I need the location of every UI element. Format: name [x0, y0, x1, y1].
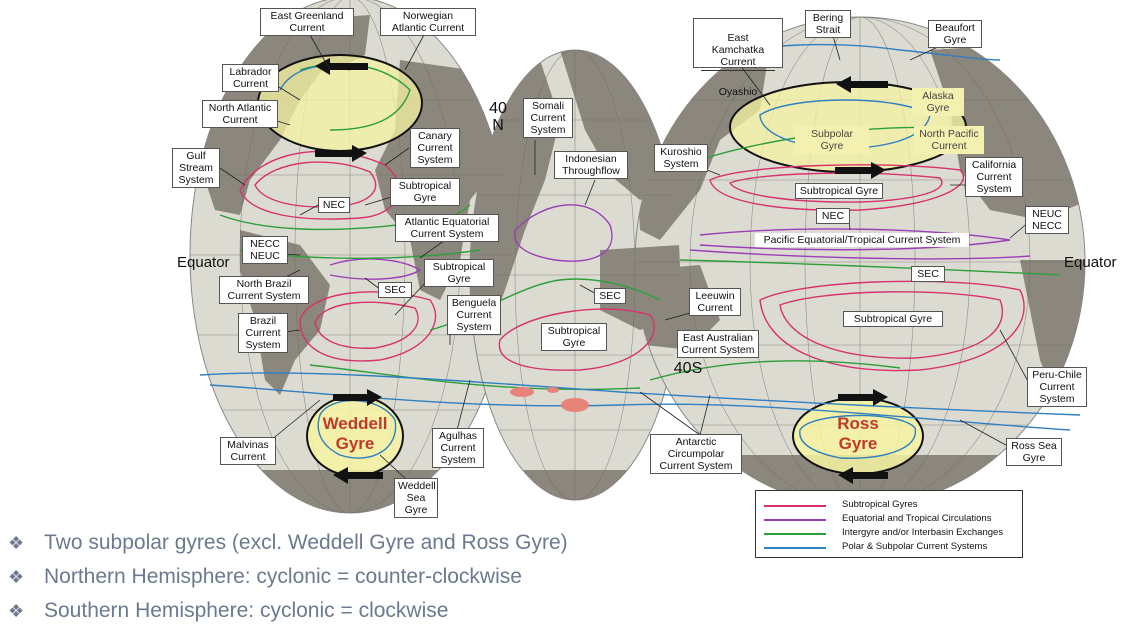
label-sec-atlantic: SEC: [378, 282, 412, 298]
weddell-gyre-title: Weddell Gyre: [322, 414, 388, 453]
label-pacific-equatorial-tropical-current-system: Pacific Equatorial/Tropical Current Syst…: [755, 233, 969, 247]
label-california-current-system: California Current System: [965, 157, 1023, 197]
bullet-text: Northern Hemisphere: cyclonic = counter-…: [44, 565, 522, 588]
label-agulhas-current-system: Agulhas Current System: [432, 428, 484, 468]
label-neuc-necc-pacific: NEUC NECC: [1025, 206, 1069, 234]
arrow-right-na-bottom: [315, 145, 367, 162]
arrow-left-na-top: [315, 58, 368, 75]
rotation-arrows: [315, 58, 888, 484]
arrow-right-np-bottom: [835, 162, 886, 179]
four-diamond-bullet-icon: ❖: [8, 532, 25, 553]
label-antarctic-circumpolar-current-system: Antarctic Circumpolar Current System: [650, 434, 742, 474]
label-subtropical-gyre-south-atlantic: Subtropical Gyre: [424, 259, 494, 287]
label-leeuwin-current: Leeuwin Current: [689, 288, 741, 316]
label-sec-pacific: SEC: [911, 266, 945, 282]
equator-label-left: Equator: [177, 254, 230, 271]
label-nec-atlantic: NEC: [318, 197, 350, 213]
label-benguela-current-system: Benguela Current System: [447, 295, 501, 335]
ross-gyre-title: Ross Gyre: [837, 414, 879, 453]
label-subtropical-gyre-south-pacific: Subtropical Gyre: [843, 311, 943, 327]
label-east-australian-current-system: East Australian Current System: [677, 330, 759, 358]
label-north-atlantic-current: North Atlantic Current: [202, 100, 278, 128]
label-ross-sea-gyre: Ross Sea Gyre: [1006, 438, 1062, 466]
label-labrador-current: Labrador Current: [222, 64, 279, 92]
polar-current-lines: [199, 43, 1081, 459]
south-america-land: [240, 230, 330, 395]
legend-label-intergyre: Intergyre and/or Interbasin Exchanges: [842, 527, 1004, 538]
label-north-pacific-current: North Pacific Current: [914, 126, 984, 154]
label-peru-chile-current-system: Peru-Chile Current System: [1027, 367, 1087, 407]
arrow-right-weddell-top: [333, 389, 382, 406]
label-somali-current-system: Somali Current System: [523, 98, 573, 138]
legend-label-polar: Polar & Subpolar Current Systems: [842, 541, 988, 552]
bullet-text: Southern Hemisphere: cyclonic = clockwis…: [44, 599, 449, 622]
bullet-list: ❖ Two subpolar gyres (excl. Weddell Gyre…: [8, 526, 568, 628]
label-alaska-gyre: Alaska Gyre: [912, 88, 964, 116]
legend-swatch-polar: [764, 547, 826, 549]
label-east-greenland-current: East Greenland Current: [260, 8, 354, 36]
bullet-text: Two subpolar gyres (excl. Weddell Gyre a…: [44, 531, 568, 554]
bullet-item: ❖ Two subpolar gyres (excl. Weddell Gyre…: [8, 526, 568, 560]
plateau-patches: [510, 387, 589, 412]
label-norwegian-atlantic-current: Norwegian Atlantic Current: [380, 8, 476, 36]
label-subtropical-gyre-indian: Subtropical Gyre: [541, 323, 607, 351]
legend-label-subtropical: Subtropical Gyres: [842, 499, 918, 510]
label-gulf-stream-system: Gulf Stream System: [172, 148, 220, 188]
label-indonesian-throughflow: Indonesian Throughflow: [554, 151, 628, 179]
label-nec-pacific: NEC: [816, 208, 850, 224]
label-oyashio: Oyashio: [718, 86, 758, 98]
label-east-kamchatka-current: East Kamchatka Current: [701, 32, 775, 71]
label-kuroshio-system: Kuroshio System: [654, 144, 708, 172]
four-diamond-bullet-icon: ❖: [8, 600, 25, 621]
equatorial-circulation-lines: [329, 204, 1031, 280]
arrow-left-np-top: [836, 76, 888, 93]
label-bering-strait: Bering Strait: [805, 10, 851, 38]
label-atlantic-equatorial-current-system: Atlantic Equatorial Current System: [395, 214, 499, 242]
legend-swatch-intergyre: [764, 533, 826, 535]
australia-land-right: [640, 265, 720, 350]
label-necc-neuc-atlantic: NECC NEUC: [242, 236, 288, 264]
bullet-item: ❖ Southern Hemisphere: cyclonic = clockw…: [8, 594, 568, 628]
latitude-40s-label: 40S: [673, 360, 703, 377]
antarctica-land-mid: [470, 470, 680, 500]
label-subtropical-gyre-north-atlantic: Subtropical Gyre: [390, 178, 460, 206]
label-east-kamchatka-oyashio: East Kamchatka Current Oyashio: [693, 18, 783, 98]
arrow-right-ross-top: [838, 389, 888, 406]
label-weddell-sea-gyre: Weddell Sea Gyre: [394, 478, 438, 518]
label-brazil-current-system: Brazil Current System: [238, 313, 288, 353]
equator-label-right: Equator: [1064, 254, 1117, 271]
label-malvinas-current: Malvinas Current: [220, 437, 276, 465]
current-type-legend: Subtropical Gyres Equatorial and Tropica…: [755, 490, 1023, 558]
arrow-left-ross-bottom: [838, 467, 888, 484]
four-diamond-bullet-icon: ❖: [8, 566, 25, 587]
bullet-item: ❖ Northern Hemisphere: cyclonic = counte…: [8, 560, 568, 594]
arrow-left-weddell-bottom: [333, 467, 383, 484]
label-beaufort-gyre: Beaufort Gyre: [928, 20, 982, 48]
label-subpolar-gyre: Subpolar Gyre: [795, 126, 869, 154]
legend-label-equatorial: Equatorial and Tropical Circulations: [842, 513, 992, 524]
label-subtropical-gyre-north-pacific: Subtropical Gyre: [795, 183, 883, 199]
label-sec-indian: SEC: [594, 288, 626, 304]
label-canary-current-system: Canary Current System: [410, 128, 460, 168]
leader-lines: [219, 32, 1031, 481]
label-north-brazil-current-system: North Brazil Current System: [219, 276, 309, 304]
legend-swatch-subtropical: [764, 505, 826, 507]
latitude-40n-label: 40 N: [489, 100, 507, 134]
legend-swatch-equatorial: [764, 519, 826, 521]
